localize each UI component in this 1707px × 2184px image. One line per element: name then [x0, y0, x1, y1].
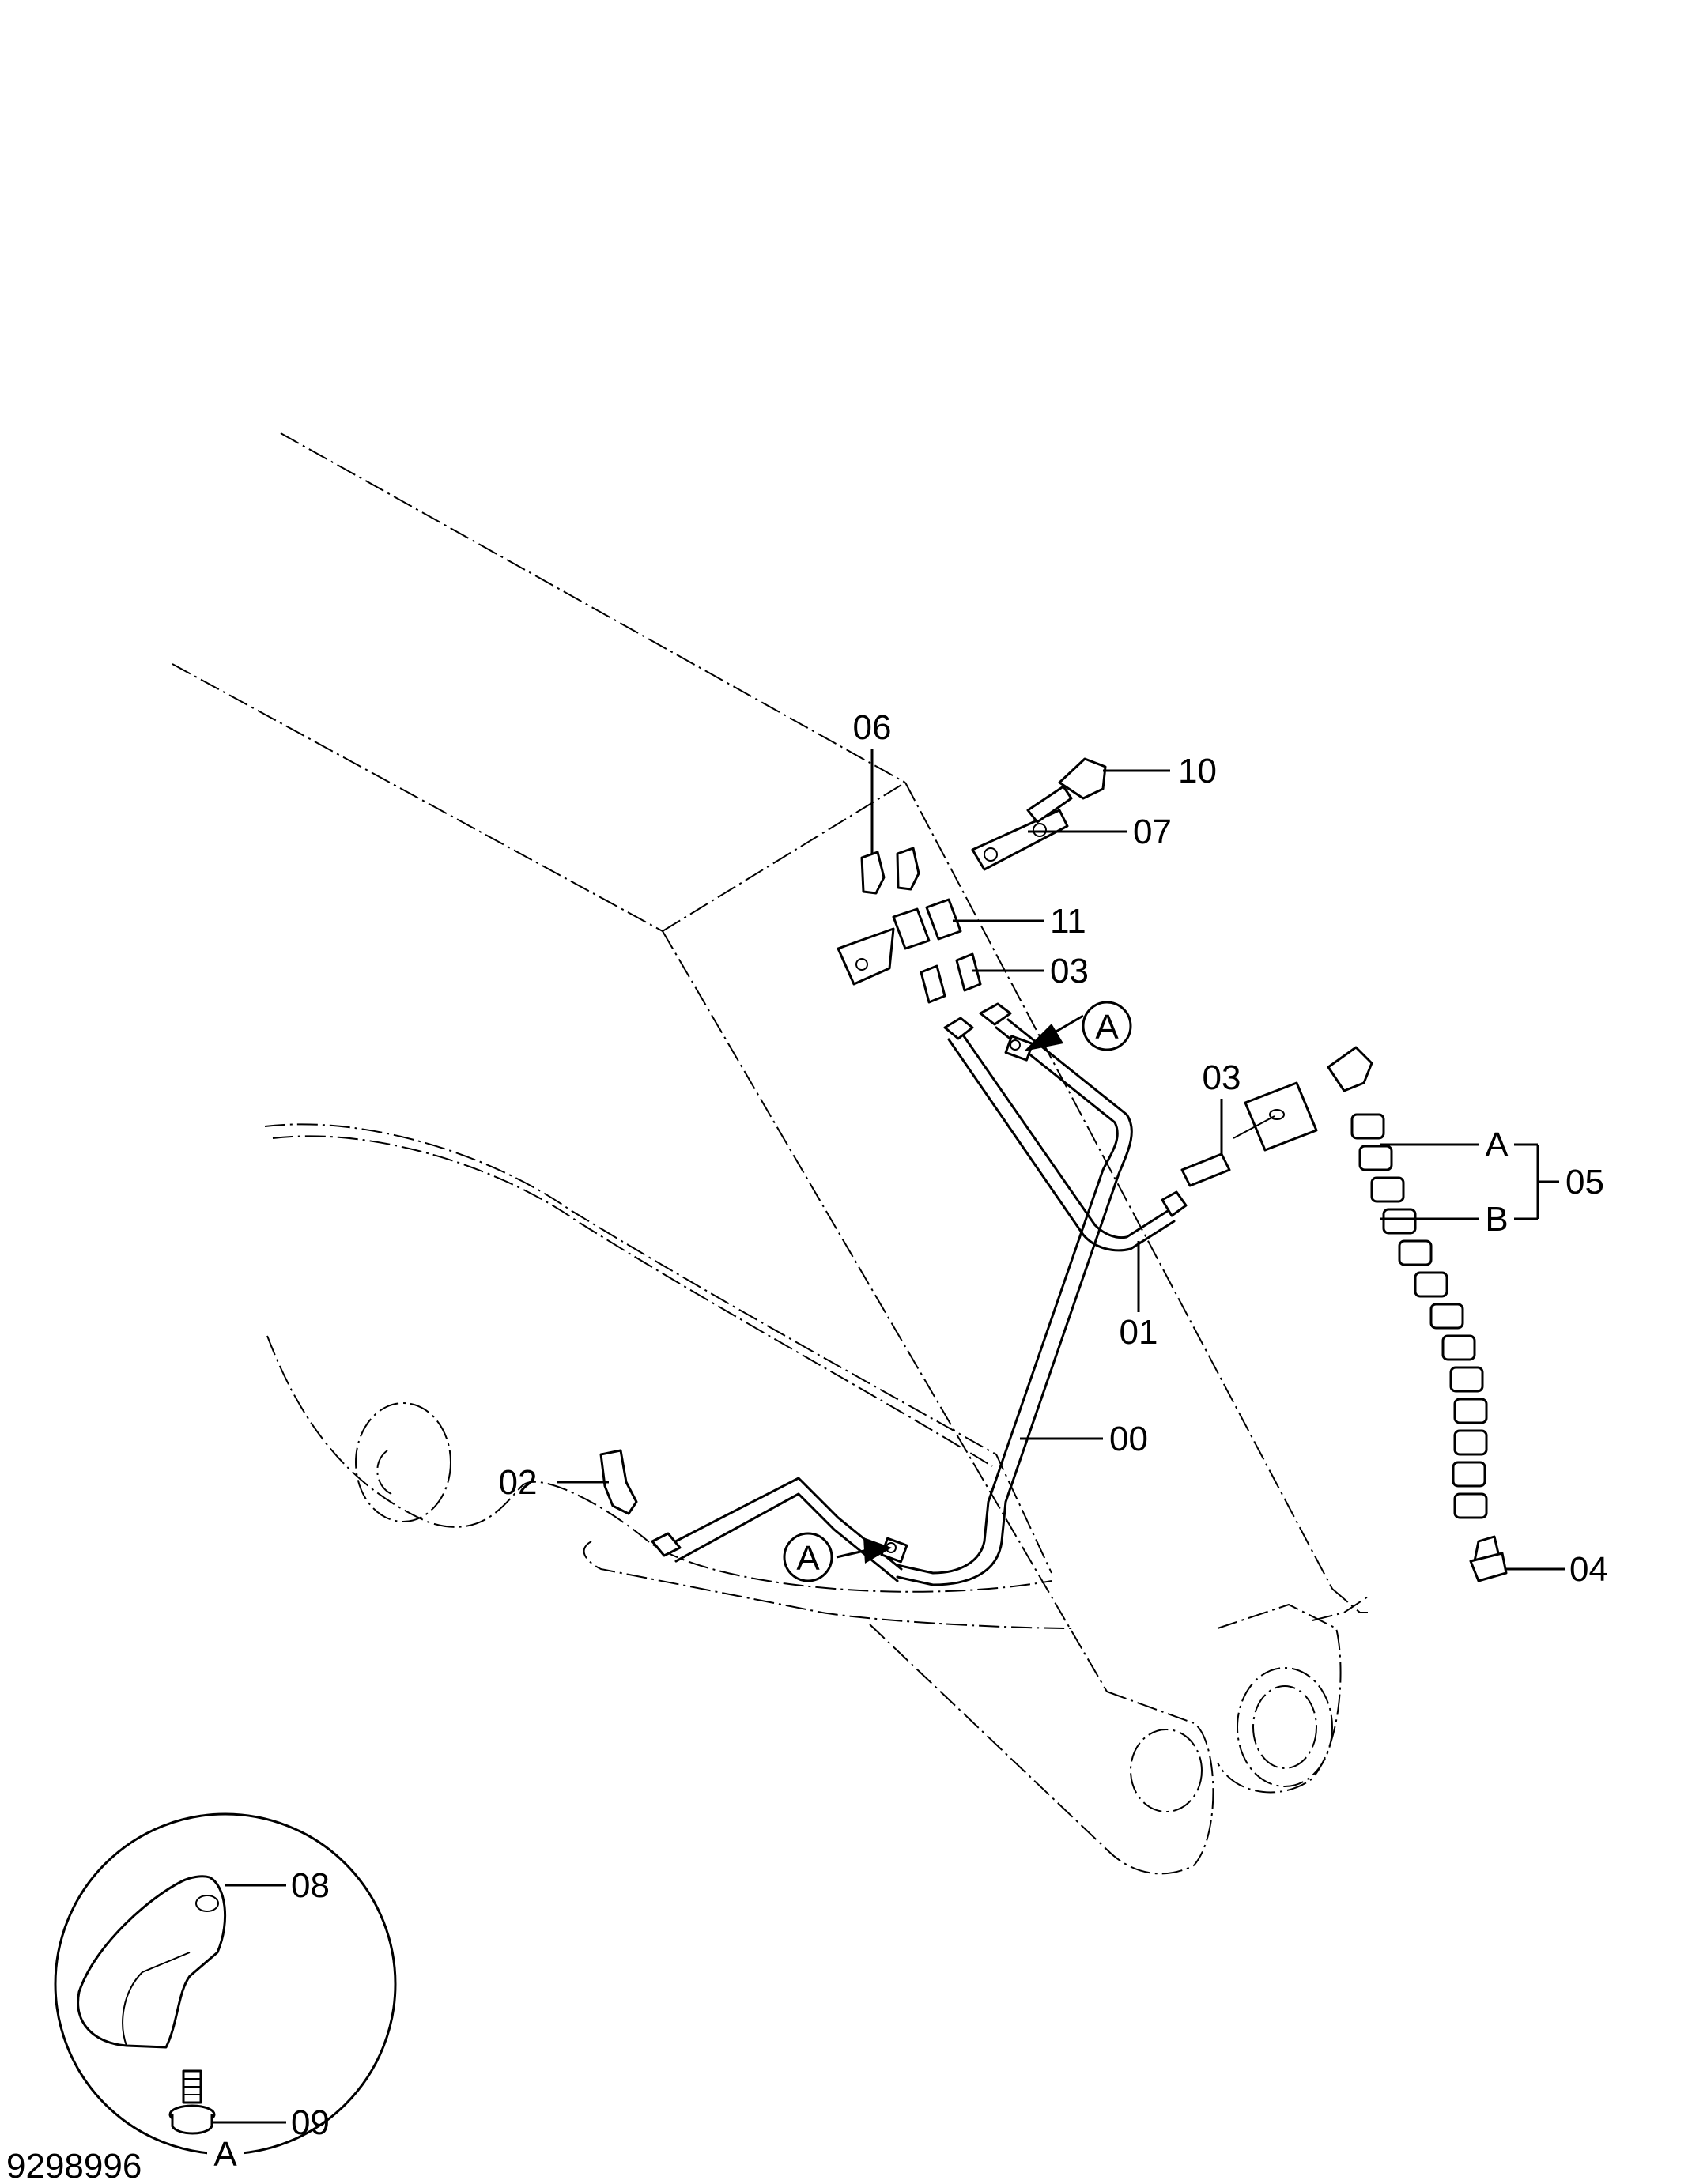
- callout-10: 10: [1178, 752, 1217, 790]
- pipe-assembly: [651, 1002, 1188, 1586]
- detail-view-a: 08 09 A: [54, 1812, 397, 2174]
- callout-11: 11: [1050, 902, 1086, 941]
- arrow-lower: [863, 1537, 892, 1564]
- callout-04: 04: [1569, 1550, 1608, 1589]
- view-marker-lower-label: A: [796, 1539, 820, 1578]
- leader-lines: [557, 749, 1565, 1571]
- callout-labels: 06 10 07 11 03 03 01 00 02 04 05 A B: [499, 708, 1608, 1589]
- right-fittings: [1180, 1046, 1508, 1582]
- callout-01: 01: [1120, 1313, 1158, 1352]
- hose-05: [1350, 1113, 1488, 1519]
- elbow-02: [599, 1449, 638, 1515]
- drawing-number: 9298996: [6, 2147, 142, 2184]
- callout-05: 05: [1565, 1163, 1604, 1201]
- hose-end-b: B: [1485, 1200, 1508, 1239]
- callout-06: 06: [853, 708, 892, 747]
- boom-outline: [172, 432, 1369, 1875]
- callout-03-upper: 03: [1050, 952, 1089, 990]
- upper-fittings: [837, 757, 1107, 1004]
- view-marker-upper: A: [1082, 1001, 1132, 1051]
- view-marker-lower: A: [783, 1532, 833, 1582]
- detail-view-label: A: [213, 2135, 237, 2174]
- callout-02: 02: [499, 1463, 538, 1502]
- hose-end-a: A: [1485, 1126, 1509, 1164]
- callout-09: 09: [291, 2103, 330, 2142]
- callout-03-right: 03: [1203, 1058, 1241, 1097]
- view-marker-upper-label: A: [1095, 1008, 1119, 1047]
- callout-07: 07: [1133, 813, 1172, 851]
- callout-08: 08: [291, 1866, 330, 1905]
- arrow-upper: [1024, 1024, 1063, 1051]
- callout-00: 00: [1109, 1420, 1148, 1458]
